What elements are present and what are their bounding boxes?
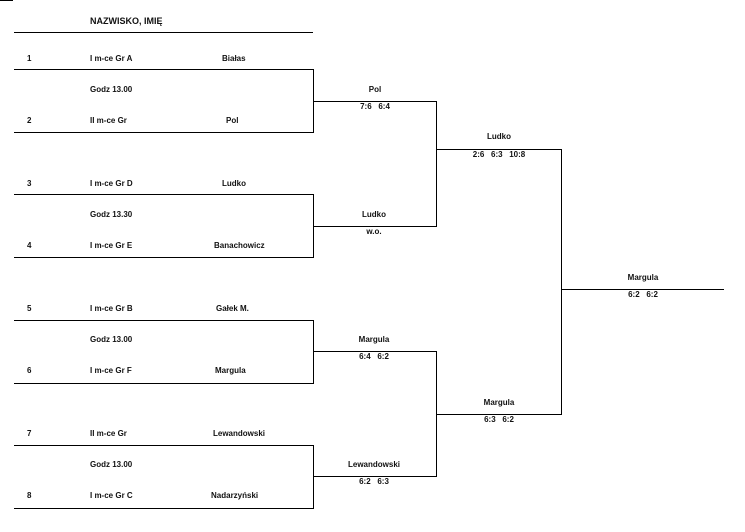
player-5-name: Gałek M. xyxy=(216,304,249,313)
player-4-number: 4 xyxy=(27,241,32,250)
player-7-name: Lewandowski xyxy=(213,429,266,438)
round2-line-3 xyxy=(313,351,436,352)
match-4-connector xyxy=(313,445,314,509)
player-3-name: Ludko xyxy=(222,179,246,188)
semi-score-2: 6:3 6:2 xyxy=(484,415,514,424)
round2-score-2: w.o. xyxy=(366,227,382,236)
match-1-time: Godz 13.00 xyxy=(90,85,133,94)
match-2-time: Godz 13.30 xyxy=(90,210,133,219)
semi-winner-2: Margula xyxy=(483,398,515,407)
round2-line-4 xyxy=(313,476,436,477)
player-8-line xyxy=(14,508,313,509)
player-5-slot: I m-ce Gr B xyxy=(90,304,133,313)
player-1-name: Białas xyxy=(222,54,246,63)
column-header-name: NAZWISKO, IMIĘ xyxy=(90,16,163,26)
round2-winner-4: Lewandowski xyxy=(347,460,401,469)
match-4-time: Godz 13.00 xyxy=(90,460,133,469)
round2-winner-3: Margula xyxy=(358,335,390,344)
round2-line-1 xyxy=(313,101,436,102)
player-4-slot: I m-ce Gr E xyxy=(90,241,133,250)
player-1-line xyxy=(14,69,313,70)
round2-score-4: 6:2 6:3 xyxy=(359,477,389,486)
corner-mark xyxy=(0,0,13,1)
player-1-number: 1 xyxy=(27,54,32,63)
player-4-name: Banachowicz xyxy=(214,241,265,250)
player-3-number: 3 xyxy=(27,179,32,188)
semi-score-1: 2:6 6:3 10:8 xyxy=(472,150,526,159)
player-2-slot: II m-ce Gr xyxy=(90,116,127,125)
player-6-name: Margula xyxy=(215,366,246,375)
round2-winner-2: Ludko xyxy=(362,210,386,219)
match-3-connector xyxy=(313,320,314,384)
round2-winner-1: Pol xyxy=(368,85,382,94)
final-score: 6:2 6:2 xyxy=(628,290,658,299)
player-7-number: 7 xyxy=(27,429,32,438)
semi-connector xyxy=(561,149,562,415)
round2-score-1: 7:6 6:4 xyxy=(360,102,390,111)
header-underline xyxy=(14,32,313,33)
player-1-slot: I m-ce Gr A xyxy=(90,54,133,63)
player-7-line xyxy=(14,445,313,446)
semi-line-1 xyxy=(436,149,561,150)
semi-line-2 xyxy=(436,414,561,415)
player-4-line xyxy=(14,257,313,258)
player-3-slot: I m-ce Gr D xyxy=(90,179,133,188)
player-6-number: 6 xyxy=(27,366,32,375)
round2-line-2 xyxy=(313,226,436,227)
player-5-number: 5 xyxy=(27,304,32,313)
final-winner: Margula xyxy=(627,273,659,282)
player-8-number: 8 xyxy=(27,491,32,500)
round2-score-3: 6:4 6:2 xyxy=(359,352,389,361)
player-8-name: Nadarzyński xyxy=(211,491,259,500)
player-2-number: 2 xyxy=(27,116,32,125)
player-6-line xyxy=(14,383,313,384)
player-3-line xyxy=(14,194,313,195)
player-5-line xyxy=(14,320,313,321)
player-7-slot: II m-ce Gr xyxy=(90,429,127,438)
round2-connector-top xyxy=(436,101,437,227)
player-2-line xyxy=(14,132,313,133)
player-6-slot: I m-ce Gr F xyxy=(90,366,132,375)
player-2-name: Pol xyxy=(226,116,239,125)
match-3-time: Godz 13.00 xyxy=(90,335,133,344)
player-8-slot: I m-ce Gr C xyxy=(90,491,133,500)
semi-winner-1: Ludko xyxy=(487,132,511,141)
final-line xyxy=(561,289,724,290)
